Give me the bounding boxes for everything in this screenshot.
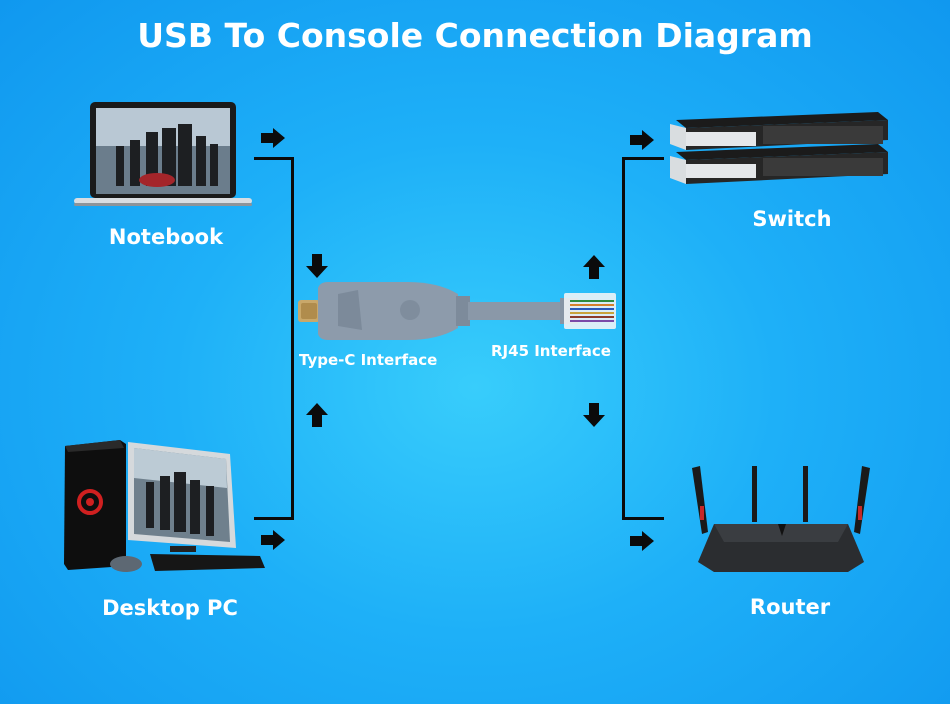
switch-device xyxy=(668,112,890,198)
arrow-down-icon xyxy=(583,403,605,427)
desktop-device xyxy=(60,436,270,576)
desktop-computer-icon xyxy=(64,440,265,572)
diagram-title: USB To Console Connection Diagram xyxy=(137,16,813,55)
rj45-interface-label: RJ45 Interface xyxy=(491,342,611,360)
usb-c-to-rj45-cable xyxy=(298,280,620,342)
left-connector-line-bottom xyxy=(254,517,294,520)
right-connector-line-bottom xyxy=(622,517,664,520)
router-label: Router xyxy=(749,595,831,619)
right-connector-line-vertical xyxy=(622,157,625,520)
left-connector-line-vertical xyxy=(291,157,294,520)
arrow-right-icon xyxy=(261,530,285,550)
type-c-interface-label: Type-C Interface xyxy=(299,351,438,369)
notebook-label: Notebook xyxy=(108,225,224,249)
right-connector-line-top xyxy=(622,157,664,160)
left-connector-line-top xyxy=(254,157,294,160)
router-device xyxy=(688,462,874,578)
arrow-right-icon xyxy=(261,128,285,148)
desktop-label: Desktop PC xyxy=(102,596,238,620)
arrow-down-icon xyxy=(306,254,328,278)
arrow-up-icon xyxy=(583,255,605,279)
switch-label: Switch xyxy=(752,207,832,231)
wireless-router-icon xyxy=(692,466,870,572)
arrow-right-icon xyxy=(630,130,654,150)
laptop-icon xyxy=(74,102,252,206)
console-cable-icon xyxy=(298,282,616,340)
arrow-up-icon xyxy=(306,403,328,427)
network-switch-icon xyxy=(670,112,888,184)
notebook-device xyxy=(72,100,254,208)
arrow-right-icon xyxy=(630,531,654,551)
